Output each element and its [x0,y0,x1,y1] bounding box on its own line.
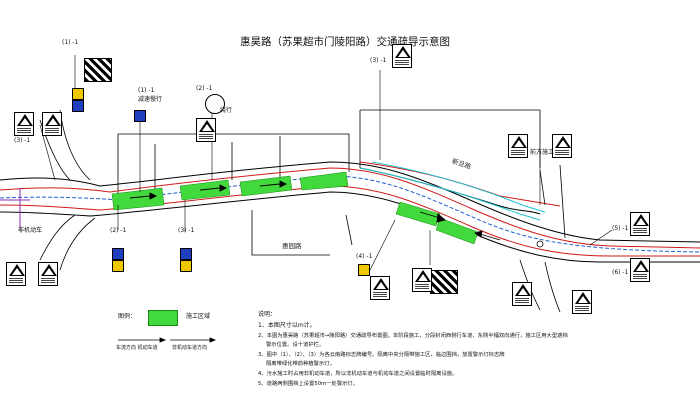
note-5: 5、道路两侧围挡上设置50m一处警示灯。 [258,381,359,387]
bike-label: 非机动车 [18,227,43,234]
sign-label-a: (1) -1 [62,39,79,46]
legend-arrows [118,337,217,343]
legend-item: 施工区域 [186,313,211,320]
page-title: 惠昊路（苏果超市门陵阳路）交通疏导示意图 [240,36,450,48]
warning-sign-icon [512,282,532,306]
sign-label-d: (4) -1 [356,253,373,260]
yield-label: 前方施工 [530,149,555,156]
legend-prefix: 图例： [118,313,137,320]
plate-blue-icon [72,100,84,112]
sign-label-b: (2) -1 [196,85,213,92]
warning-sign-icon [630,212,650,236]
plate-blue-icon [180,248,192,260]
notes-heading: 说明： [258,311,277,318]
plate-yellow-icon [358,264,370,276]
plate-blue-icon [112,248,124,260]
note-1: 1、本图尺寸以m计。 [258,322,316,329]
note-3b: 隔离带绿化带前种植警示灯。 [266,361,335,367]
no-entry-icon [205,94,225,114]
plate-yellow-icon [180,260,192,272]
sign-label-g: (3) -1 [178,227,195,234]
sign-label-left: (3) -1 [14,137,31,144]
sign-label-e: (1) -1 [138,87,155,94]
note-2: 2、本图为惠昊路（苏果超市→陵阳路）交通疏导布置图。本阶段施工，分段封闭西侧行车… [258,333,568,339]
warning-sign-icon [38,262,58,286]
detour-label: 绕行 [220,107,233,114]
plate-yellow-icon [72,88,84,100]
warning-sign-icon [392,44,412,68]
warning-sign-icon [196,118,216,142]
warning-sign-icon [14,112,34,136]
note-3: 3、图中（1）、（2）、（3）为各云南路标志牌编号。隔离中央分隔带施工区，临边围… [258,352,505,358]
work-zones [111,171,479,245]
warning-sign-icon [630,258,650,282]
legend-caption-right: 非机动车道方向 [172,345,208,351]
warning-sign-icon [412,268,432,292]
barrier-icon [84,58,112,82]
warning-sign-icon [508,134,528,158]
note-4: 4、污水施工时占用非机动车道，所以非机动车道与机动车道之间设置临时隔离设施。 [258,371,458,377]
warning-sign-icon [572,290,592,314]
note-2b: 警示位置。设十道护栏。 [266,342,325,348]
road-name-huiyuan: 惠园路 [282,242,302,250]
sign-label-i: (6) -1 [612,269,629,276]
plate-blue-icon [134,110,146,122]
legend-caption-left: 车流方向 机动车道 [116,345,158,351]
warning-sign-icon [552,134,572,158]
block-outlines [117,109,541,256]
warning-sign-icon [370,276,390,300]
sign-label-f: (2) -1 [110,227,127,234]
side-road-purple [0,188,30,230]
barrier-icon [430,270,458,294]
canal [359,161,546,221]
sign-label-c: (3) -1 [370,57,387,64]
traffic-arrows [129,180,501,241]
warning-sign-icon [6,262,26,286]
slow-label: 减速慢行 [138,96,163,103]
warning-sign-icon [42,112,62,136]
sign-label-h: (5) -1 [612,225,629,232]
legend-work-zone-swatch [148,310,178,326]
plate-yellow-icon [112,260,124,272]
